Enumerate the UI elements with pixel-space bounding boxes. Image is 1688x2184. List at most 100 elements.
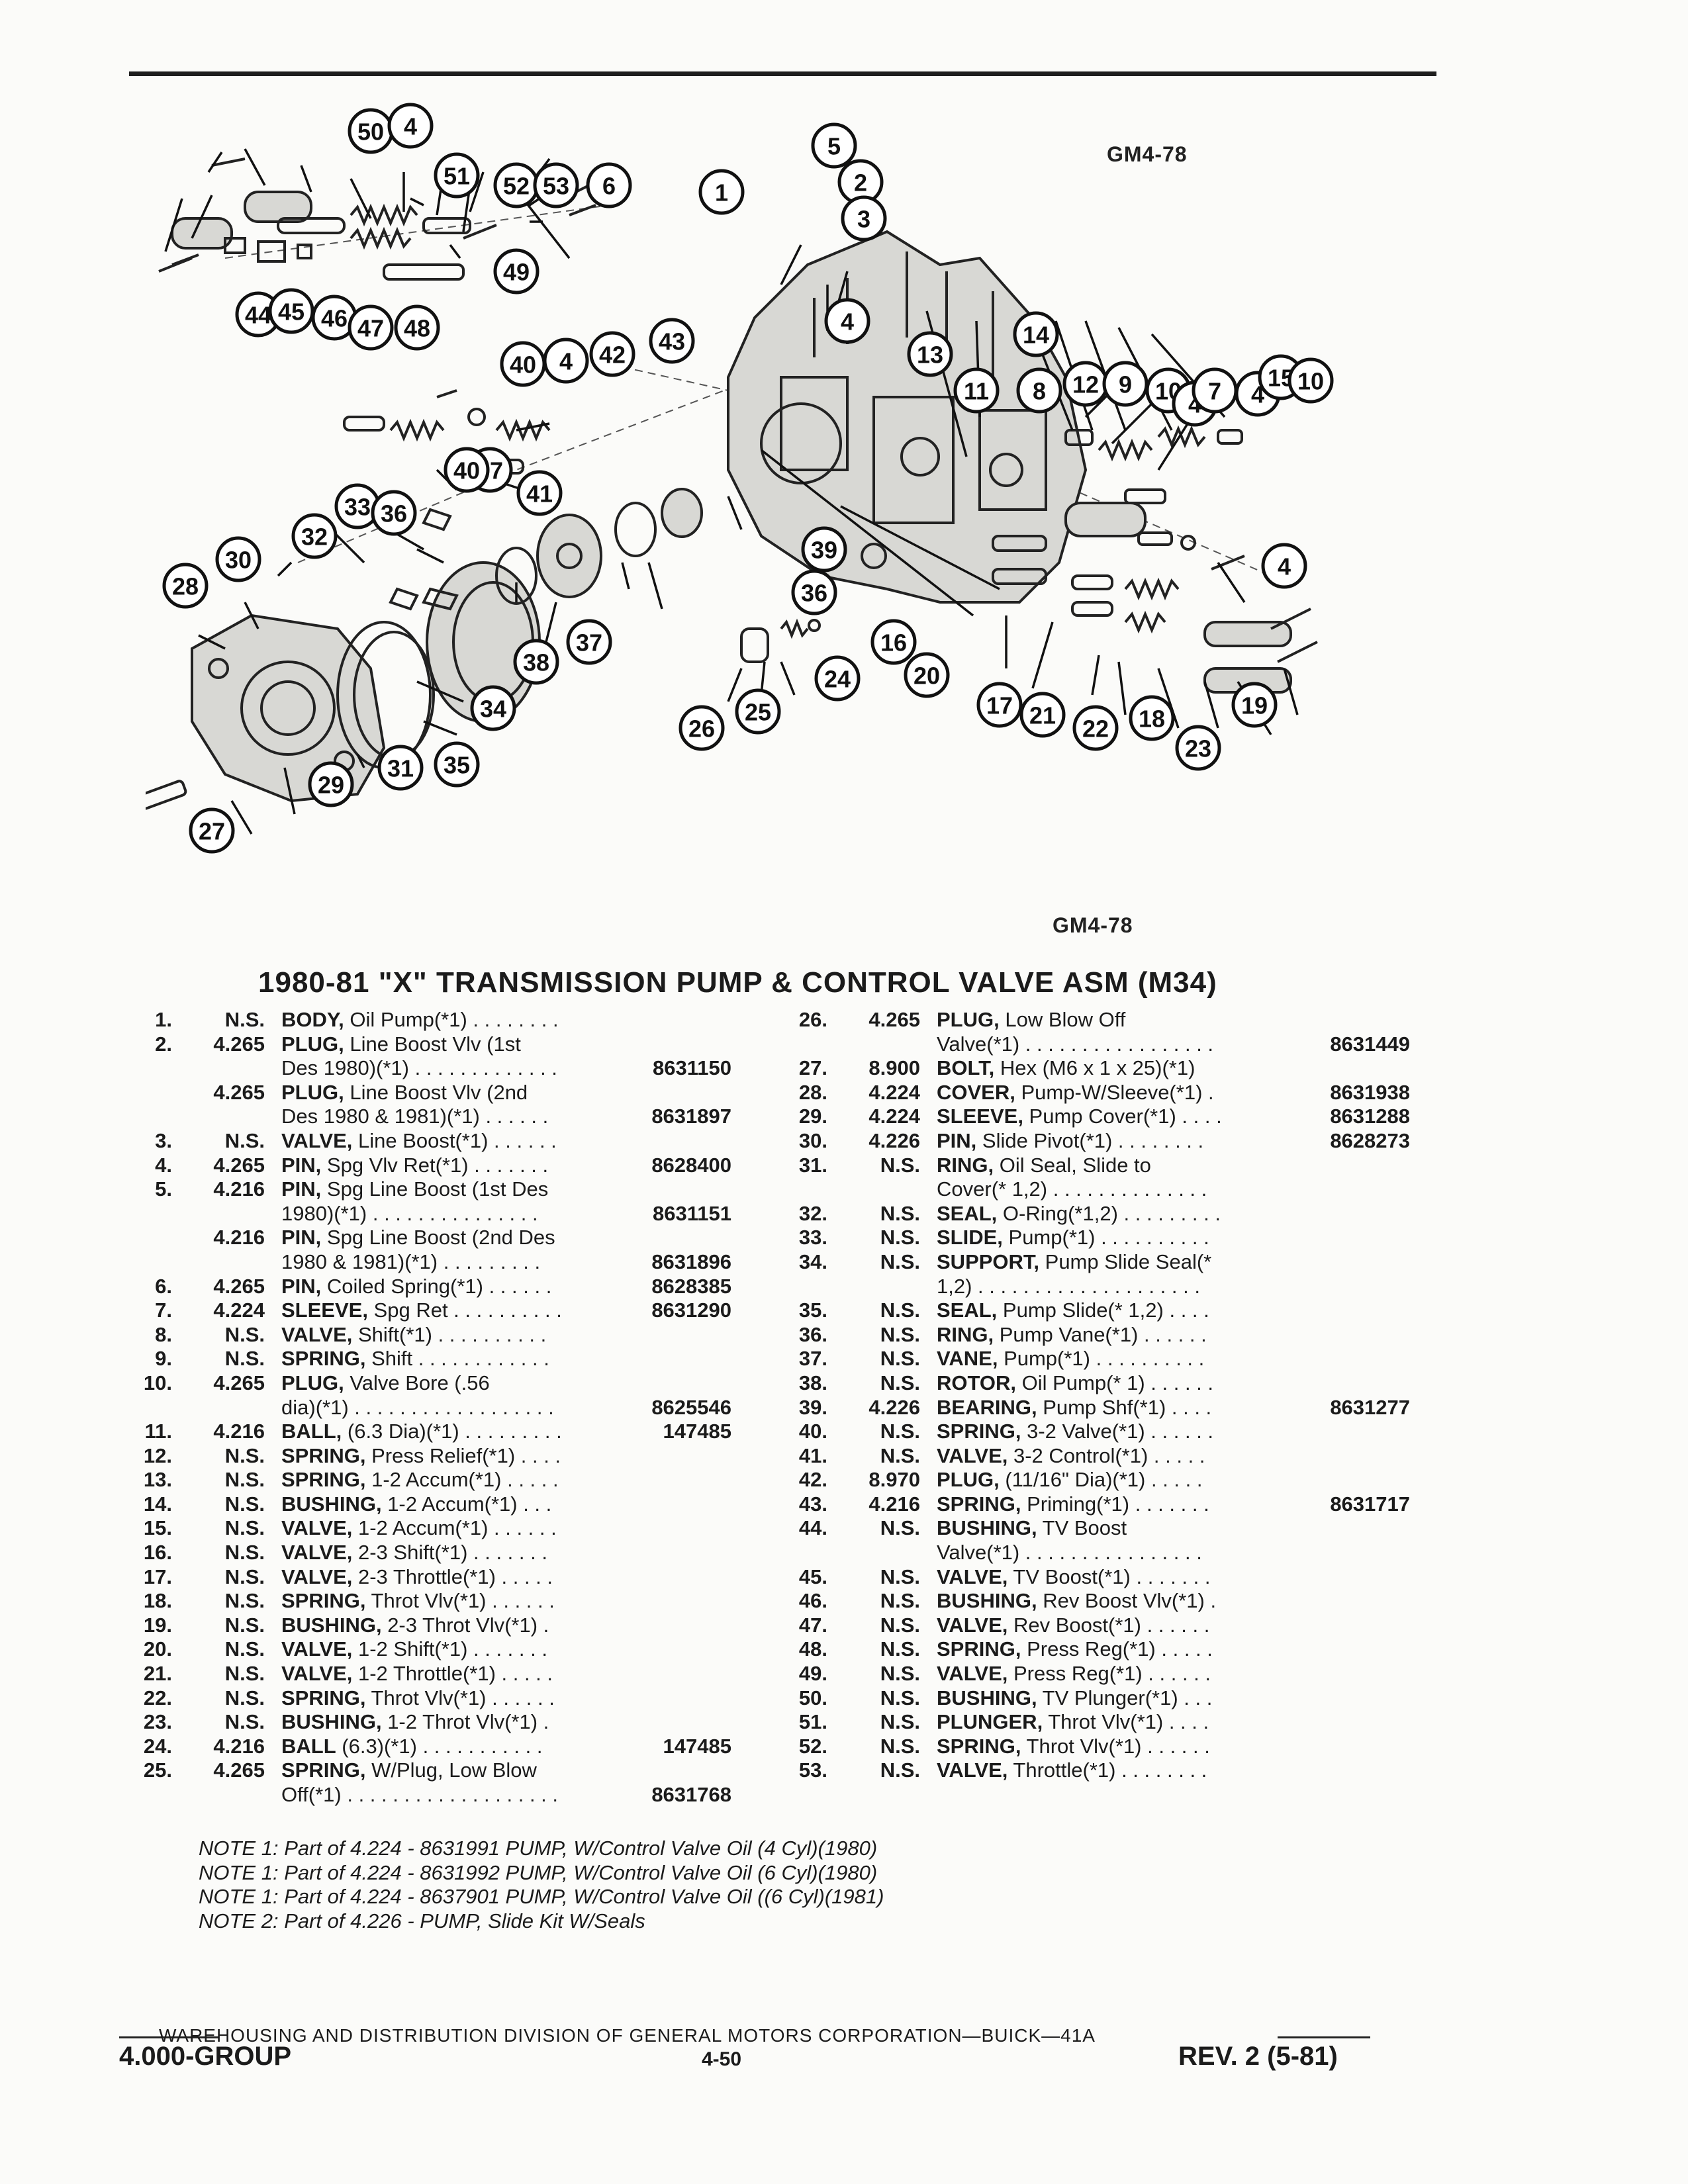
item-name: PLUG, bbox=[937, 1468, 1000, 1492]
group-number: N.S. bbox=[880, 1758, 920, 1782]
item-detail: 2-3 Shift(*1) . . . . . . . bbox=[352, 1541, 547, 1565]
callout-number: 4 bbox=[841, 308, 854, 336]
item-description: SEAL, Pump Slide(* 1,2) . . . . bbox=[937, 1298, 1400, 1323]
callout-4: 4 bbox=[387, 103, 434, 149]
item-detail: Line Boost(*1) . . . . . . bbox=[352, 1128, 557, 1152]
item-detail: 3-2 Valve(*1) . . . . . . bbox=[1021, 1420, 1214, 1443]
parts-row: Des 1980 & 1981)(*1) . . . . . .8631897 bbox=[113, 1105, 748, 1129]
callout-number: 40 bbox=[510, 351, 536, 379]
group-number: 4.224 bbox=[213, 1298, 265, 1322]
callout-8: 8 bbox=[1016, 367, 1062, 414]
page-title: 1980-81 "X" TRANSMISSION PUMP & CONTROL … bbox=[258, 966, 1217, 999]
item-detail: Valve Bore (.56 bbox=[344, 1371, 490, 1394]
group-number: N.S. bbox=[880, 1637, 920, 1661]
item-description: BEARING, Pump Shf(*1) . . . . bbox=[937, 1396, 1400, 1420]
note-line: NOTE 2: Part of 4.226 - PUMP, Slide Kit … bbox=[199, 1909, 645, 1933]
item-number: 7. bbox=[155, 1298, 172, 1322]
item-description: PLUG, (11/16" Dia)(*1) . . . . . bbox=[937, 1468, 1400, 1492]
item-detail: Valve(*1) . . . . . . . . . . . . . . . … bbox=[937, 1541, 1202, 1565]
item-name: SPRING, bbox=[281, 1589, 366, 1613]
callout-21: 21 bbox=[1019, 692, 1066, 738]
callout-26: 26 bbox=[679, 705, 725, 751]
group-number: 4.216 bbox=[213, 1226, 265, 1250]
item-description: PIN, Spg Line Boost (2nd Des bbox=[281, 1226, 725, 1250]
item-description: 1980 & 1981)(*1) . . . . . . . . . bbox=[281, 1250, 725, 1275]
callout-37: 37 bbox=[566, 619, 612, 665]
item-number: 47. bbox=[798, 1613, 827, 1637]
item-description: RING, Pump Vane(*1) . . . . . . bbox=[937, 1323, 1400, 1347]
item-description: VALVE, Throttle(*1) . . . . . . . . bbox=[937, 1758, 1400, 1783]
group-number: 4.265 bbox=[213, 1371, 265, 1394]
parts-list-left: 1.N.S.BODY, Oil Pump(*1) . . . . . . . .… bbox=[113, 1008, 748, 1807]
pump-cover bbox=[191, 614, 386, 803]
item-name: PLUG, bbox=[281, 1371, 344, 1394]
footer-division-line: WAREHOUSING AND DISTRIBUTION DIVISION OF… bbox=[159, 2025, 1096, 2046]
callout-27: 27 bbox=[189, 807, 235, 854]
callout-number: 49 bbox=[503, 259, 530, 286]
callout-51: 51 bbox=[434, 152, 480, 199]
parts-row: 23.N.S.BUSHING, 1-2 Throt Vlv(*1) . bbox=[113, 1710, 748, 1735]
parts-row: 51.N.S.PLUNGER, Throt Vlv(*1) . . . . bbox=[768, 1710, 1423, 1735]
callout-30: 30 bbox=[215, 536, 261, 582]
callout-number: 14 bbox=[1023, 322, 1049, 349]
parts-row: 32.N.S.SEAL, O-Ring(*1,2) . . . . . . . … bbox=[768, 1202, 1423, 1226]
callout-50: 50 bbox=[348, 108, 394, 154]
item-name: COVER, bbox=[937, 1080, 1015, 1104]
group-number: 4.265 bbox=[868, 1008, 920, 1031]
group-number: N.S. bbox=[880, 1516, 920, 1540]
callout-number: 38 bbox=[523, 649, 549, 676]
item-name: VALVE, bbox=[937, 1758, 1008, 1782]
group-number: 8.900 bbox=[868, 1056, 920, 1080]
callout-number: 36 bbox=[381, 500, 407, 527]
item-detail: Throt Vlv(*1) . . . . bbox=[1043, 1710, 1209, 1734]
item-detail: Line Boost Vlv (1st bbox=[344, 1032, 521, 1056]
note-line: NOTE 1: Part of 4.224 - 8631992 PUMP, W/… bbox=[199, 1860, 878, 1884]
item-detail: Line Boost Vlv (2nd bbox=[344, 1080, 528, 1104]
item-description: SEAL, O-Ring(*1,2) . . . . . . . . . bbox=[937, 1202, 1400, 1226]
parts-row: 14.N.S.BUSHING, 1-2 Accum(*1) . . . bbox=[113, 1492, 748, 1517]
callout-52: 52 bbox=[493, 162, 539, 208]
callout-number: 44 bbox=[245, 302, 271, 329]
callout-number: 50 bbox=[357, 118, 384, 146]
callout-number: 2 bbox=[854, 169, 867, 197]
item-description: BOLT, Hex (M6 x 1 x 25)(*1) bbox=[937, 1056, 1400, 1081]
item-detail: W/Plug, Low Blow bbox=[365, 1758, 537, 1782]
callout-number: 52 bbox=[503, 173, 530, 200]
item-description: Valve(*1) . . . . . . . . . . . . . . . … bbox=[937, 1032, 1400, 1057]
callout-4: 4 bbox=[824, 298, 870, 344]
parts-row: 21.N.S.VALVE, 1-2 Throttle(*1) . . . . . bbox=[113, 1662, 748, 1686]
item-description: Des 1980 & 1981)(*1) . . . . . . bbox=[281, 1105, 725, 1129]
item-description: VALVE, 1-2 Throttle(*1) . . . . . bbox=[281, 1662, 725, 1686]
item-name: VALVE, bbox=[281, 1662, 353, 1686]
footer-rule-right bbox=[1278, 2036, 1370, 2038]
callout-number: 39 bbox=[811, 537, 837, 564]
item-detail: 3-2 Control(*1) . . . . . bbox=[1008, 1443, 1205, 1467]
group-number: N.S. bbox=[880, 1322, 920, 1346]
item-detail: Pump Cover(*1) . . . . bbox=[1023, 1105, 1222, 1128]
parts-row: 35.N.S.SEAL, Pump Slide(* 1,2) . . . . bbox=[768, 1298, 1423, 1323]
item-name: BODY, bbox=[281, 1008, 344, 1031]
callout-10: 10 bbox=[1288, 357, 1334, 404]
item-number: 28. bbox=[798, 1080, 827, 1104]
item-number: 22. bbox=[143, 1686, 172, 1709]
callout-17: 17 bbox=[976, 682, 1023, 728]
item-description: COVER, Pump-W/Sleeve(*1) . bbox=[937, 1081, 1400, 1105]
item-detail: Cover(* 1,2) . . . . . . . . . . . . . . bbox=[937, 1177, 1207, 1201]
callout-41: 41 bbox=[516, 470, 563, 516]
parts-row: 40.N.S.SPRING, 3-2 Valve(*1) . . . . . . bbox=[768, 1420, 1423, 1444]
callout-7: 7 bbox=[1192, 367, 1238, 414]
item-description: SLIDE, Pump(*1) . . . . . . . . . . bbox=[937, 1226, 1400, 1250]
item-detail: 1980 & 1981)(*1) . . . . . . . . . bbox=[281, 1250, 541, 1273]
item-detail: (6.3)(*1) . . . . . . . . . . . bbox=[336, 1734, 543, 1758]
group-number: N.S. bbox=[880, 1298, 920, 1322]
group-number: N.S. bbox=[224, 1541, 265, 1565]
note-line: NOTE 1: Part of 4.224 - 8637901 PUMP, W/… bbox=[199, 1885, 884, 1909]
item-name: BOLT, bbox=[937, 1056, 995, 1080]
item-description: 1980)(*1) . . . . . . . . . . . . . . . bbox=[281, 1202, 725, 1226]
callout-number: 20 bbox=[914, 662, 940, 690]
item-number: 36. bbox=[798, 1322, 827, 1346]
part-number: 8631897 bbox=[651, 1105, 731, 1128]
item-name: SPRING, bbox=[937, 1420, 1021, 1443]
item-detail: Spg Line Boost (1st Des bbox=[321, 1177, 549, 1201]
